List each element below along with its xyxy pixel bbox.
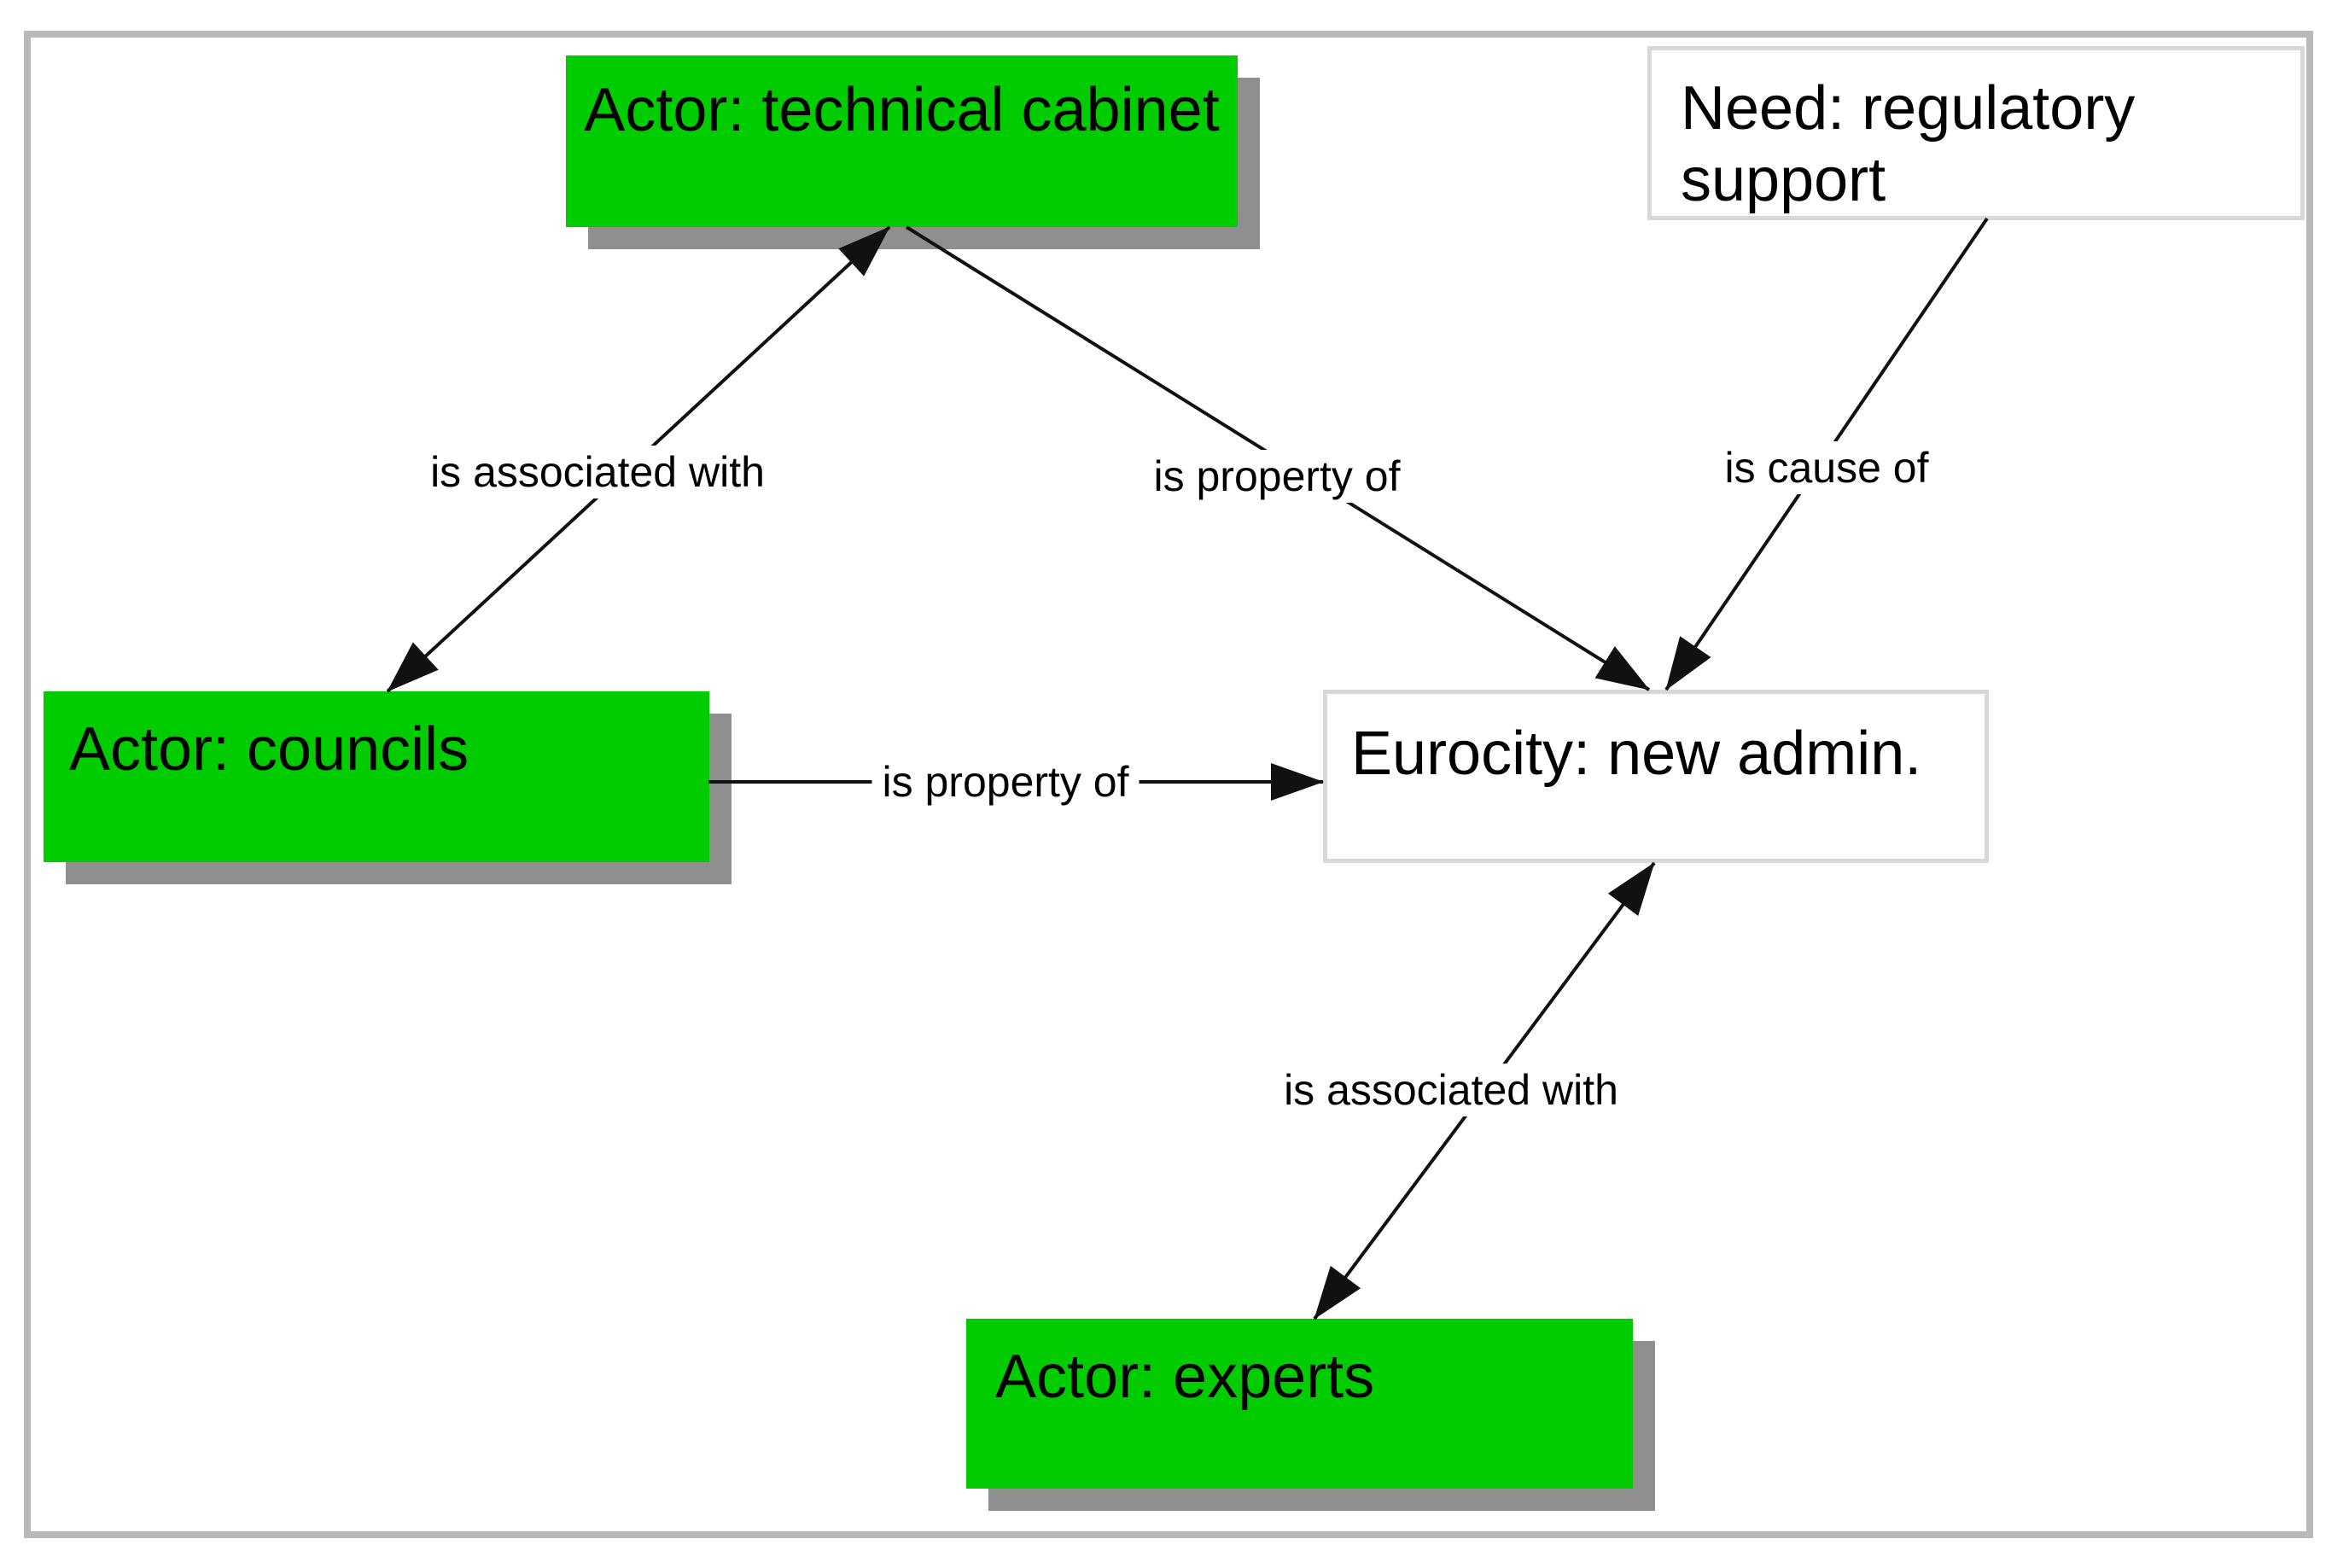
- edge-label-is-associated-with[interactable]: is associated with: [420, 446, 775, 498]
- node-eurocity-new-admin[interactable]: Eurocity: new admin.: [1323, 690, 1989, 863]
- node-label: Need: regulatory support: [1681, 74, 2136, 214]
- node-label: Eurocity: new admin.: [1351, 720, 1922, 788]
- node-need-regulatory-support[interactable]: Need: regulatory support: [1647, 46, 2305, 220]
- node-label: Actor: councils: [69, 715, 469, 784]
- edge-label-is-property-of[interactable]: is property of: [871, 755, 1140, 808]
- edge-label-is-property-of[interactable]: is property of: [1143, 450, 1411, 503]
- edge-label-is-associated-with[interactable]: is associated with: [1274, 1064, 1629, 1116]
- edge-label-is-cause-of[interactable]: is cause of: [1714, 441, 1939, 494]
- node-actor-experts[interactable]: Actor: experts: [966, 1319, 1633, 1489]
- diagram-border: [24, 31, 2313, 1538]
- node-label: Actor: experts: [995, 1343, 1375, 1411]
- node-label: Actor: technical cabinet: [584, 76, 1220, 144]
- node-actor-technical-cabinet[interactable]: Actor: technical cabinet: [566, 55, 1238, 227]
- node-actor-councils[interactable]: Actor: councils: [44, 691, 709, 862]
